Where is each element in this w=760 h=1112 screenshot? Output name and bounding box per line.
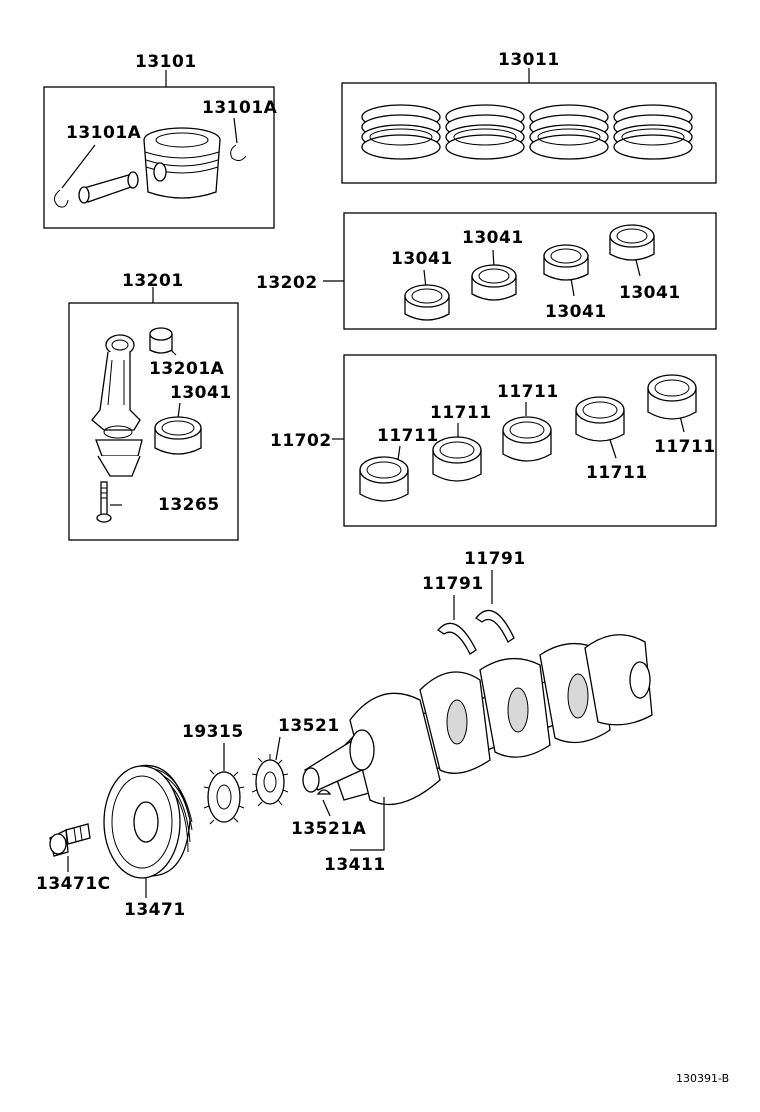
oil-pump-gear-group: 19315 [182,722,245,825]
label-conrod-bushing[interactable]: 13201A [149,359,225,379]
oil-pump-gear-drawing [203,766,245,825]
crankshaft-drawing [302,634,653,806]
main-bearing-box [343,354,717,527]
conrod-group: 13201 13201A 13041 13265 [68,271,239,541]
label-crank-key[interactable]: 13521A [291,819,367,839]
main-bearing-group: 11702 11711 11711 11711 11711 11711 [270,354,717,527]
ring-stack [361,104,693,160]
label-conrod-assy[interactable]: 13201 [122,271,184,291]
label-conrod-bearing-1[interactable]: 13041 [391,249,453,269]
label-crank-pulley[interactable]: 13471 [124,900,186,920]
label-main-bearing-1[interactable]: 11711 [377,426,439,446]
conrod-bearings-drawing [404,224,655,321]
crank-pulley-group: 13471 [103,764,193,920]
crank-key-icon [316,789,332,795]
piston-pin-drawing [78,171,139,204]
diagram-code: 130391-B [676,1072,729,1085]
label-crankshaft[interactable]: 13411 [324,855,386,875]
piston-box [43,86,275,229]
thrust-washer-left-icon [437,622,477,655]
label-main-bearing-2[interactable]: 11711 [430,403,492,423]
label-conrod-bolt[interactable]: 13265 [158,495,220,515]
label-conrod-bearing-4[interactable]: 13041 [619,283,681,303]
clip-left-icon [54,189,69,208]
conrod-bearing-box [343,212,717,330]
crankshaft-group: 13411 13521A [291,634,653,875]
conrod-bearing-single-drawing [154,416,202,455]
thrust-washer-right-icon [475,609,515,643]
label-ring-set[interactable]: 13011 [498,50,560,70]
label-main-bearing-set[interactable]: 11702 [270,431,332,451]
pulley-bolt-drawing [49,823,91,857]
label-piston-set[interactable]: 13101 [135,52,197,72]
label-conrod-bearing-3[interactable]: 13041 [545,302,607,322]
conrod-drawing [91,334,143,477]
label-main-bearing-3[interactable]: 11711 [497,382,559,402]
label-piston-pin-left[interactable]: 13101A [66,123,142,143]
label-oil-pump-drive-gear[interactable]: 19315 [182,722,244,742]
timing-gear-drawing [251,754,289,807]
bushing-drawing [149,327,173,354]
crank-pulley-drawing [103,764,193,879]
piston-group: 13101 13101A 13101A [43,52,278,229]
label-main-bearing-5[interactable]: 11711 [654,437,716,457]
main-bearings-drawing [359,374,697,502]
label-bolt-pulley[interactable]: 13471C [36,874,111,894]
conrod-bolt-drawing [96,481,112,523]
label-conrod-bearing-2[interactable]: 13041 [462,228,524,248]
thrust-washer-group: 11791 11791 [422,549,526,655]
label-thrust-washer-left[interactable]: 11791 [422,574,484,594]
clip-right-icon [230,144,247,162]
conrod-bearing-group: 13202 13041 13041 13041 13041 [256,212,717,330]
label-timing-gear[interactable]: 13521 [278,716,340,736]
label-piston-clip-right[interactable]: 13101A [202,98,278,118]
label-main-bearing-4[interactable]: 11711 [586,463,648,483]
label-thrust-washer-top[interactable]: 11791 [464,549,526,569]
label-conrod-bearing-single[interactable]: 13041 [170,383,232,403]
pulley-bolt-group: 13471C [36,823,111,894]
timing-gear-group: 13521 [251,716,340,807]
ring-set-group: 13011 [341,50,717,184]
label-conrod-bearing-set[interactable]: 13202 [256,273,318,293]
piston-drawing [143,127,221,199]
